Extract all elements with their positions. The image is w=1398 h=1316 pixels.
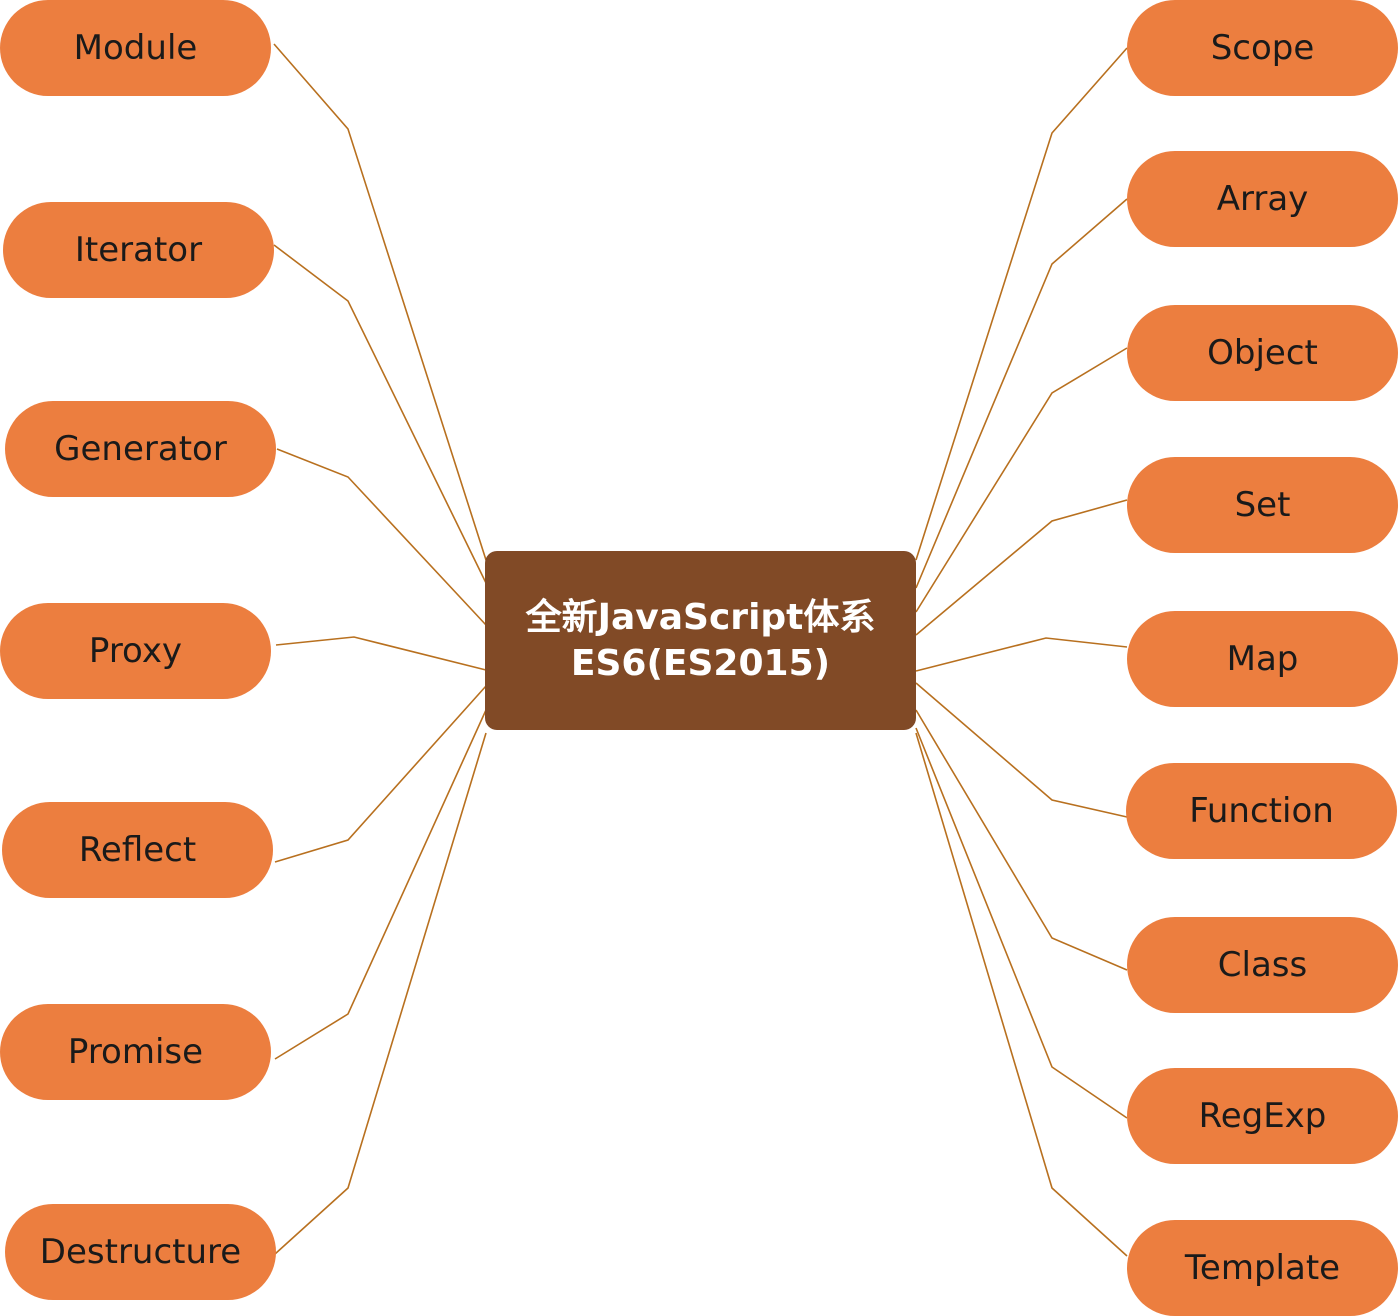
topic-node-function[interactable]: Function — [1126, 763, 1397, 859]
topic-node-promise[interactable]: Promise — [0, 1004, 271, 1100]
connector-array — [915, 198, 1128, 589]
central-topic-title: 全新JavaScript体系 — [525, 596, 876, 638]
topic-node-template[interactable]: Template — [1127, 1220, 1398, 1316]
connector-object — [915, 347, 1128, 613]
connector-proxy — [275, 636, 487, 671]
topic-node-module[interactable]: Module — [0, 0, 271, 96]
connector-promise — [274, 709, 487, 1060]
topic-node-class[interactable]: Class — [1127, 917, 1398, 1013]
topic-node-reflect[interactable]: Reflect — [2, 802, 273, 898]
connector-destructure — [274, 732, 487, 1255]
connector-iterator — [273, 244, 487, 584]
topic-node-object[interactable]: Object — [1127, 305, 1398, 401]
topic-node-proxy[interactable]: Proxy — [0, 603, 271, 699]
topic-node-scope[interactable]: Scope — [1127, 0, 1398, 96]
central-topic-subtitle: ES6(ES2015) — [570, 642, 831, 684]
connector-map — [915, 637, 1128, 672]
topic-node-generator[interactable]: Generator — [5, 401, 276, 497]
topic-node-iterator[interactable]: Iterator — [3, 202, 274, 298]
topic-node-regexp[interactable]: RegExp — [1127, 1068, 1398, 1164]
connector-regexp — [915, 727, 1128, 1119]
connector-reflect — [274, 685, 487, 863]
topic-node-set[interactable]: Set — [1127, 457, 1398, 553]
connector-generator — [276, 448, 487, 626]
central-topic[interactable]: 全新JavaScript体系 ES6(ES2015) — [485, 551, 916, 730]
connector-set — [915, 499, 1128, 636]
connector-template — [915, 732, 1128, 1257]
topic-node-destructure[interactable]: Destructure — [5, 1204, 276, 1300]
topic-node-map[interactable]: Map — [1127, 611, 1398, 707]
connector-function — [915, 682, 1128, 818]
topic-node-array[interactable]: Array — [1127, 151, 1398, 247]
connector-scope — [915, 47, 1128, 561]
connector-class — [915, 709, 1128, 971]
connector-module — [273, 43, 487, 561]
